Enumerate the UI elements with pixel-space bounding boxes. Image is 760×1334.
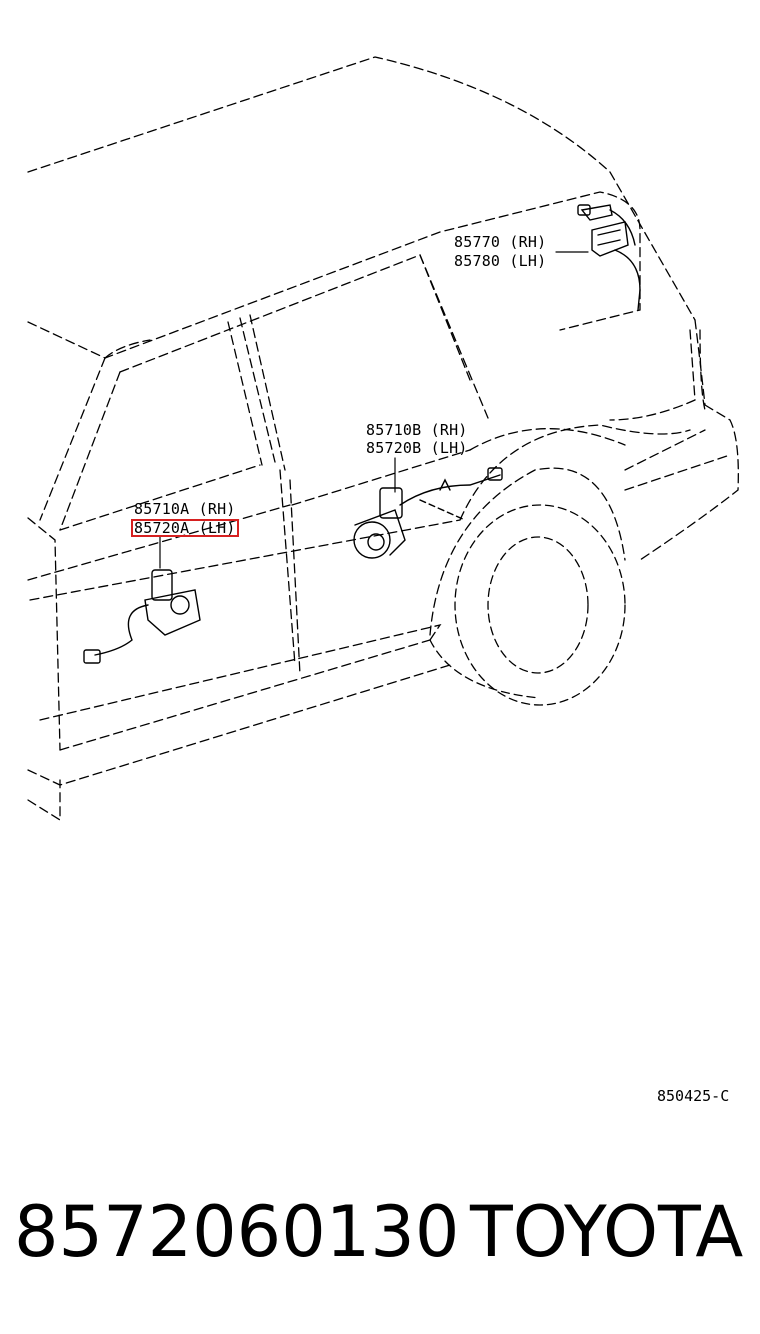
diagram-reference-code: 850425-C [657, 1087, 730, 1105]
quarter-window-motor-icon [577, 204, 641, 311]
label-left-rh: 85710A (RH) [134, 500, 236, 518]
brand-name: TOYOTA [470, 1191, 744, 1273]
label-center-lh: 85720B (LH) [366, 439, 468, 457]
rear-wheel [429, 504, 626, 706]
label-upper-right-rh: 85770 (RH) [454, 233, 547, 251]
label-left-lh-highlighted: 85720A (LH) [131, 519, 239, 537]
label-center-rh: 85710B (RH) [366, 421, 468, 439]
front-door-window-motor-icon [83, 569, 201, 664]
part-number: 8572060130 [14, 1191, 460, 1273]
label-upper-right-lh: 85780 (LH) [454, 252, 547, 270]
rear-door-window-motor-icon [353, 467, 503, 559]
vehicle-body-outline [27, 56, 739, 822]
leader-lines [159, 251, 589, 569]
